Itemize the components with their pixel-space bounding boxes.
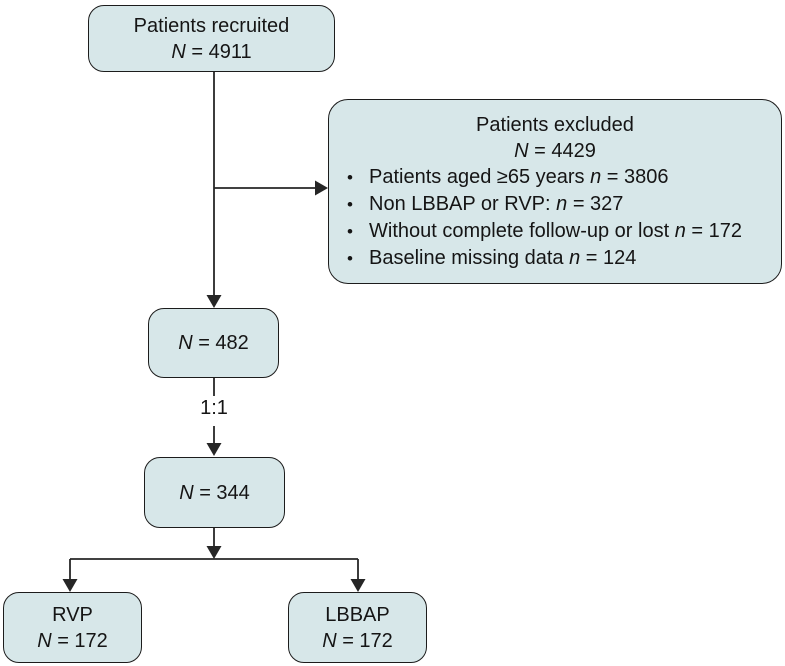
n482-count-value: = 482 (192, 332, 249, 354)
recruited-count-value: = 4911 (185, 40, 252, 63)
bullet-icon: • (347, 221, 353, 241)
recruited-count-symbol: N (171, 40, 186, 63)
rvp-count-symbol: N (37, 629, 52, 652)
bullet-icon: • (347, 248, 353, 268)
excluded-count: N = 4429 (339, 138, 771, 164)
connector-split-to-rvp (62, 559, 78, 592)
box-n482: N = 482 (148, 308, 279, 378)
randomization-ratio-label: 1:1 (200, 397, 228, 419)
excluded-reason-item: • Without complete follow-up or lost n =… (339, 218, 771, 245)
bullet-icon: • (347, 194, 353, 214)
box-patients-excluded: Patients excluded N = 4429 • Patients ag… (328, 99, 782, 284)
lbbap-count-value: = 172 (336, 629, 393, 652)
box-n344: N = 344 (144, 457, 285, 528)
connector-split-to-lbbap (350, 559, 366, 592)
excluded-reason-item: • Non LBBAP or RVP: n = 327 (339, 191, 771, 218)
n482-count-symbol: N (178, 332, 193, 354)
rvp-title: RVP (52, 603, 93, 626)
excluded-reason-text: Without complete follow-up or lost n = 1… (369, 219, 742, 242)
lbbap-count: N = 172 (322, 628, 393, 654)
n482-count: N = 482 (178, 330, 249, 356)
rvp-count-value: = 172 (51, 629, 108, 652)
lbbap-count-symbol: N (322, 629, 337, 652)
excluded-reason-text: Patients aged ≥65 years n = 3806 (369, 165, 669, 188)
n344-count-symbol: N (179, 481, 194, 504)
recruited-count: N = 4911 (171, 39, 251, 65)
excluded-title: Patients excluded (476, 113, 634, 136)
n344-count-value: = 344 (193, 481, 250, 504)
connector-recruited-to-n482 (206, 72, 222, 308)
excluded-reason-item: • Patients aged ≥65 years n = 3806 (339, 164, 771, 191)
excluded-count-value: = 4429 (528, 139, 596, 162)
recruited-title: Patients recruited (133, 14, 290, 37)
lbbap-title: LBBAP (325, 603, 390, 626)
connector-n344-to-split (70, 528, 358, 560)
excluded-count-symbol: N (514, 139, 529, 162)
excluded-reason-text: Baseline missing data n = 124 (369, 246, 637, 269)
excluded-reason-item: • Baseline missing data n = 124 (339, 245, 771, 272)
connector-n482-to-n344 (206, 378, 222, 456)
rvp-count: N = 172 (37, 628, 108, 654)
excluded-reason-text: Non LBBAP or RVP: n = 327 (369, 192, 624, 215)
box-rvp: RVP N = 172 (3, 592, 142, 663)
bullet-icon: • (347, 167, 353, 187)
connector-branch-to-excluded (214, 180, 328, 196)
n344-count: N = 344 (179, 480, 250, 506)
box-lbbap: LBBAP N = 172 (288, 592, 427, 663)
box-patients-recruited: Patients recruited N = 4911 (88, 5, 335, 72)
